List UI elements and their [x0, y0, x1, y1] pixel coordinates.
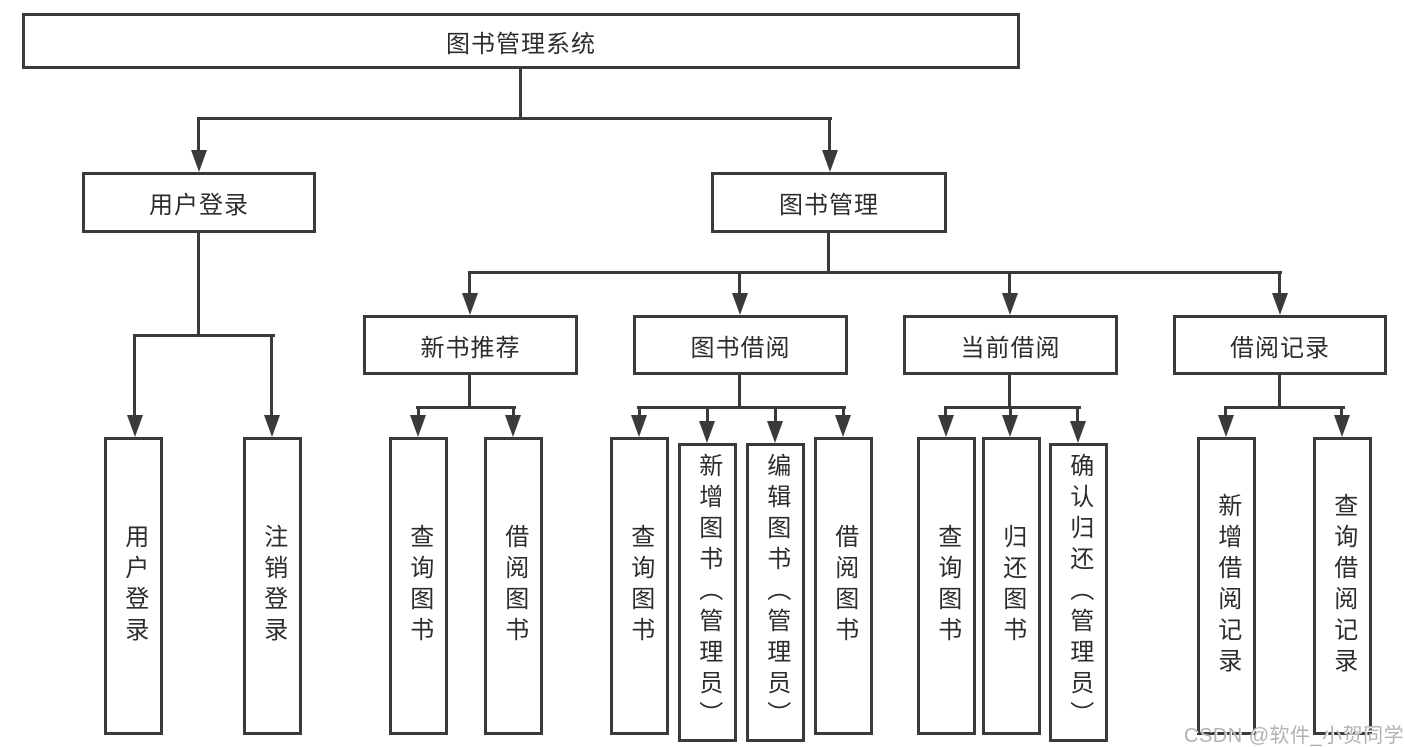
leaf-label: 编辑图书（管理员）: [762, 453, 790, 732]
connector-borrow-record-crossbar: [1224, 406, 1345, 409]
connector-current-borrow-stem: [1008, 374, 1011, 409]
leaf-query-book-borrow: 查询图书: [610, 437, 669, 735]
connector-leaf-drop: [1340, 406, 1343, 418]
connector-to-book-borrow: [738, 271, 741, 295]
leaf-query-borrow-record: 查询借阅记录: [1313, 437, 1372, 735]
connector-leaf-drop: [774, 406, 777, 424]
arrow-down-icon: [1218, 415, 1234, 437]
arrow-down-icon: [505, 415, 521, 437]
leaf-borrow-book: 借阅图书: [814, 437, 873, 735]
node-borrow-record: 借阅记录: [1173, 315, 1387, 375]
leaf-label: 查询图书: [405, 524, 433, 648]
connector-leaf-drop: [417, 406, 420, 418]
connector-root-stem: [519, 68, 522, 118]
leaf-label: 归还图书: [998, 524, 1026, 648]
arrow-down-icon: [631, 415, 647, 437]
leaf-label: 查询图书: [933, 524, 961, 648]
arrow-down-icon: [732, 293, 748, 315]
leaf-query-book-recommend: 查询图书: [389, 437, 448, 735]
leaf-label: 借阅图书: [830, 524, 858, 648]
csdn-watermark: CSDN @软件_小贺同学: [1184, 725, 1405, 747]
connector-new-book-stem: [468, 374, 471, 409]
arrow-down-icon: [1272, 293, 1288, 315]
connector-book-mgmt-stem: [827, 232, 830, 274]
node-new-book-recommend: 新书推荐: [363, 315, 578, 375]
leaf-label: 查询借阅记录: [1329, 493, 1357, 679]
arrow-down-icon: [699, 421, 715, 443]
arrow-down-icon: [1002, 415, 1018, 437]
connector-leaf-drop: [1076, 406, 1079, 424]
connector-book-mgmt-crossbar: [468, 271, 1282, 274]
node-current-borrow: 当前借阅: [903, 315, 1118, 375]
arrow-down-icon: [767, 421, 783, 443]
connector-root-crossbar: [197, 117, 832, 120]
arrow-down-icon: [938, 415, 954, 437]
node-book-management: 图书管理: [711, 172, 947, 233]
arrow-down-icon: [127, 415, 143, 437]
leaf-return-book: 归还图书: [982, 437, 1041, 735]
leaf-label: 查询图书: [626, 524, 654, 648]
connector-leaf-drop: [1224, 406, 1227, 418]
leaf-label: 用户登录: [120, 524, 148, 648]
leaf-label: 借阅图书: [500, 524, 528, 648]
leaf-label: 注销登录: [259, 524, 287, 648]
connector-borrow-record-stem: [1278, 374, 1281, 409]
connector-leaf-drop: [638, 406, 641, 418]
node-book-borrow: 图书借阅: [633, 315, 848, 375]
arrow-down-icon: [410, 415, 426, 437]
connector-to-new-book: [468, 271, 471, 295]
connector-user-login-crossbar: [133, 334, 275, 337]
connector-leaf-drop: [1009, 406, 1012, 418]
arrow-down-icon: [835, 415, 851, 437]
connector-user-login-stem: [197, 232, 200, 337]
arrow-down-icon: [462, 293, 478, 315]
connector-leaf-drop: [512, 406, 515, 418]
connector-new-book-crossbar: [416, 406, 516, 409]
connector-to-leaf-user-login: [133, 334, 136, 417]
connector-to-book-management: [828, 117, 831, 153]
leaf-user-login: 用户登录: [104, 437, 163, 735]
connector-book-borrow-stem: [738, 374, 741, 409]
arrow-down-icon: [191, 150, 207, 172]
arrow-down-icon: [1334, 415, 1350, 437]
arrow-down-icon: [1002, 293, 1018, 315]
leaf-logout: 注销登录: [243, 437, 302, 735]
leaf-add-book-admin: 新增图书（管理员）: [678, 443, 737, 742]
connector-leaf-drop: [842, 406, 845, 418]
connector-to-user-login: [197, 117, 200, 153]
connector-leaf-drop: [944, 406, 947, 418]
connector-to-borrow-record: [1278, 271, 1281, 295]
leaf-add-borrow-record: 新增借阅记录: [1197, 437, 1256, 735]
connector-to-current-borrow: [1008, 271, 1011, 295]
connector-book-borrow-crossbar: [637, 406, 846, 409]
arrow-down-icon: [1070, 421, 1086, 443]
leaf-label: 新增图书（管理员）: [694, 453, 722, 732]
node-root-library-system: 图书管理系统: [22, 13, 1020, 69]
leaf-edit-book-admin: 编辑图书（管理员）: [746, 443, 805, 742]
connector-current-borrow-crossbar: [944, 406, 1081, 409]
leaf-query-book-current: 查询图书: [917, 437, 976, 735]
leaf-confirm-return-admin: 确认归还（管理员）: [1049, 443, 1108, 742]
leaf-label: 确认归还（管理员）: [1065, 453, 1093, 732]
node-user-login: 用户登录: [82, 172, 316, 233]
arrow-down-icon: [264, 415, 280, 437]
connector-to-leaf-logout: [270, 334, 273, 417]
leaf-label: 新增借阅记录: [1213, 493, 1241, 679]
leaf-borrow-book-recommend: 借阅图书: [484, 437, 543, 735]
arrow-down-icon: [822, 150, 838, 172]
connector-leaf-drop: [706, 406, 709, 424]
